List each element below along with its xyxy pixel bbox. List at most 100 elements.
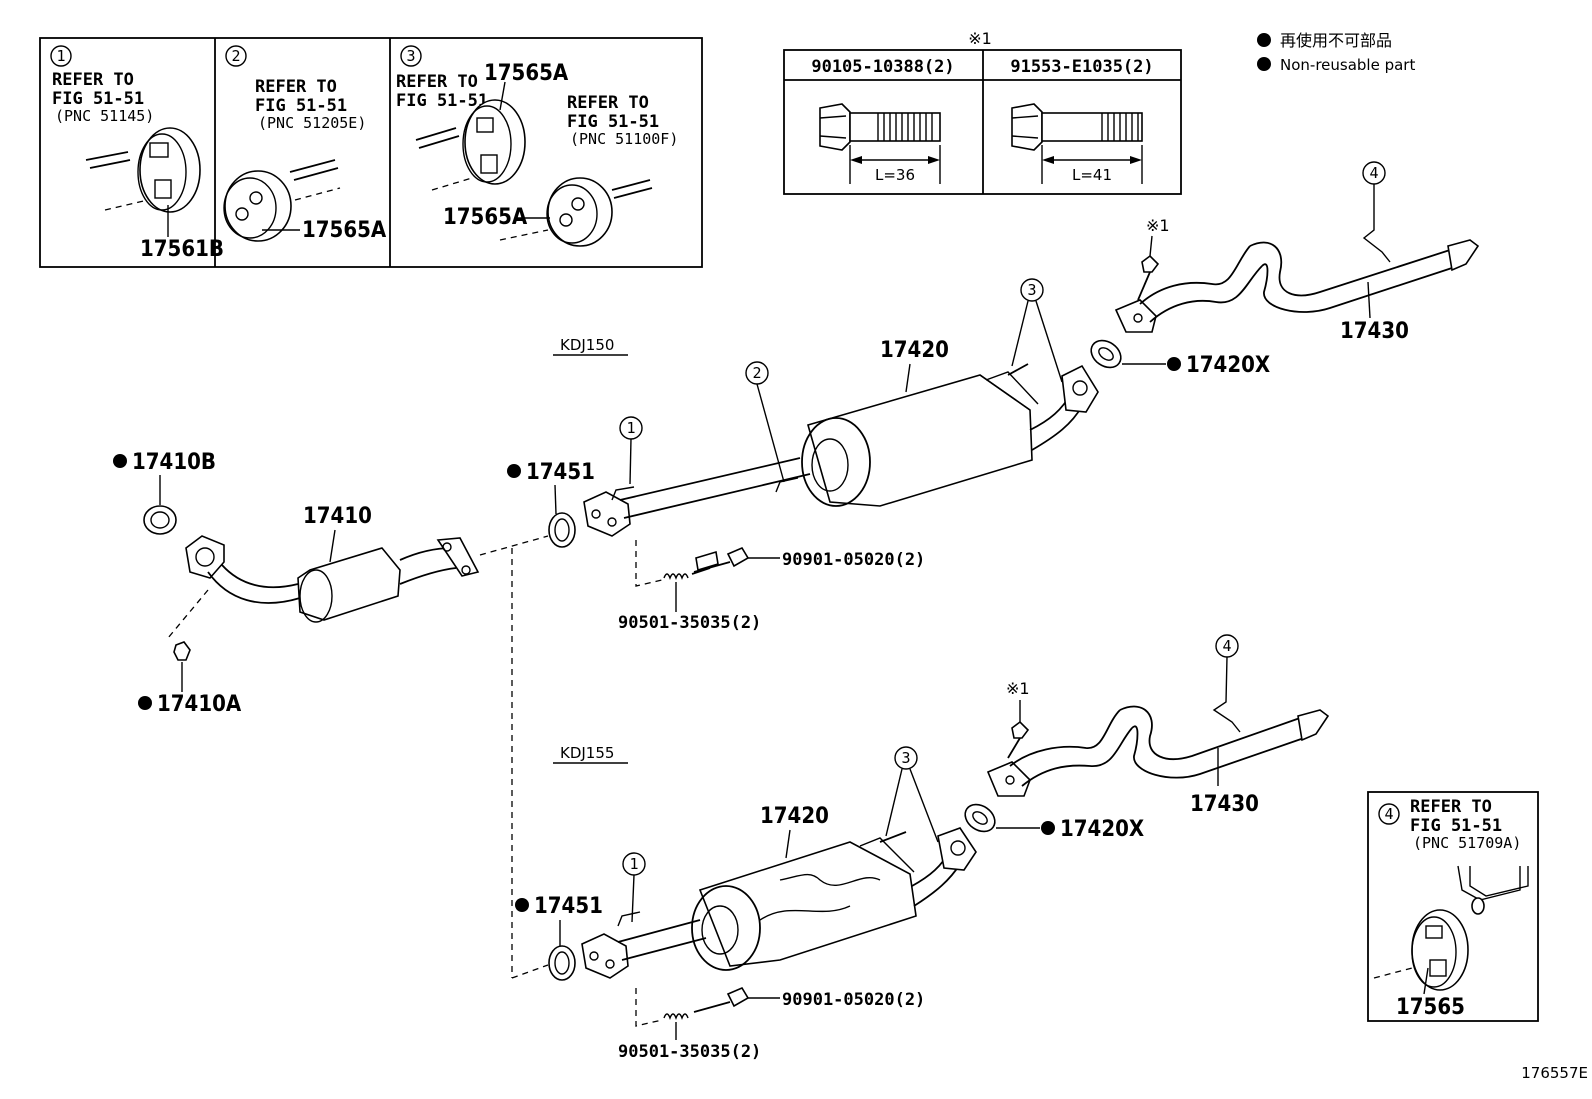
callout-number: 2 bbox=[752, 364, 761, 382]
bolt-part-number: 91553-E1035(2) bbox=[1010, 57, 1153, 77]
non-reusable-dot-icon bbox=[1041, 821, 1055, 835]
variant-label-top: KDJ150 bbox=[560, 336, 614, 354]
front-pipe-assembly: 17410B 17410 17410A bbox=[113, 450, 549, 979]
hanger-rod bbox=[289, 159, 336, 173]
bolt-icon bbox=[693, 986, 750, 1013]
hanger-rod bbox=[89, 159, 131, 169]
refer-pnc: (PNC 51145) bbox=[55, 107, 154, 125]
gasket-ring-icon bbox=[964, 803, 996, 833]
part-number-90901-05020: 90901-05020(2) bbox=[782, 990, 925, 1010]
part-number-17451: 17451 bbox=[534, 894, 603, 919]
part-number-90901-05020: 90901-05020(2) bbox=[782, 550, 925, 570]
hanger-rubber-icon bbox=[223, 170, 292, 242]
part-number-17451: 17451 bbox=[526, 460, 595, 485]
leader-line bbox=[909, 768, 939, 843]
callout-circle bbox=[50, 45, 72, 67]
note-mark: ※1 bbox=[1006, 679, 1030, 698]
refer-box-group-top: 1 REFER TO FIG 51-51 (PNC 51145) 17561B … bbox=[39, 37, 703, 268]
refer-box-1: 1 REFER TO FIG 51-51 (PNC 51145) 17561B bbox=[50, 45, 224, 262]
refer-text: REFER TO bbox=[1410, 797, 1492, 817]
hanger-rod bbox=[611, 179, 651, 191]
hidden-line bbox=[479, 535, 549, 556]
legend: 再使用不可部品 Non-reusable part bbox=[1257, 31, 1415, 74]
callout-number: 4 bbox=[1369, 164, 1378, 182]
hanger-rubber-icon bbox=[462, 99, 526, 185]
tail-pipe-icon bbox=[986, 705, 1330, 797]
note-mark: ※1 bbox=[1146, 216, 1170, 235]
callout-number: 3 bbox=[1027, 281, 1036, 299]
non-reusable-dot-icon bbox=[113, 454, 127, 468]
bolt-icon bbox=[1137, 254, 1160, 301]
part-number-90501-35035: 90501-35035(2) bbox=[618, 1042, 761, 1062]
part-number-17565A-bottom: 17565A bbox=[443, 205, 528, 230]
part-number-17410B: 17410B bbox=[132, 450, 216, 475]
gasket-ring-icon bbox=[548, 512, 576, 548]
leader-line bbox=[885, 768, 903, 837]
refer-pnc: (PNC 51709A) bbox=[1413, 834, 1521, 852]
hanger-bracket bbox=[1212, 656, 1241, 733]
refer-box-4: 4 REFER TO FIG 51-51 (PNC 51709A) 17565 bbox=[1367, 791, 1539, 1022]
hanger-rod bbox=[499, 229, 549, 241]
part-number-17420X: 17420X bbox=[1060, 817, 1144, 842]
hanger-rod bbox=[104, 199, 149, 211]
refer-fig: FIG 51-51 bbox=[396, 91, 488, 111]
hidden-line bbox=[167, 589, 209, 639]
leader-line bbox=[1367, 281, 1371, 319]
refer-box-2: 2 REFER TO FIG 51-51 (PNC 51205E) 17565A bbox=[223, 45, 387, 243]
callout-number: 4 bbox=[1384, 805, 1393, 823]
gasket-ring-icon bbox=[548, 945, 576, 981]
bolt-icon bbox=[1011, 103, 1143, 184]
legend-en: Non-reusable part bbox=[1280, 56, 1415, 74]
hidden-line bbox=[635, 540, 663, 587]
hanger-rubber-icon bbox=[1411, 897, 1485, 991]
gasket-ring-icon bbox=[1090, 339, 1122, 369]
callout-number: 4 bbox=[1222, 637, 1231, 655]
hanger-rod bbox=[431, 177, 473, 191]
bolt-length: L=41 bbox=[1072, 166, 1112, 184]
leader-line bbox=[1035, 300, 1063, 383]
hanger-rod bbox=[85, 151, 129, 161]
leader-line bbox=[1423, 967, 1429, 995]
refer-box-frame bbox=[1367, 791, 1539, 1022]
refer-text: REFER TO bbox=[396, 72, 478, 92]
callout-number: 3 bbox=[406, 47, 415, 65]
figure-id: 176557E bbox=[1521, 1064, 1588, 1082]
nut-icon bbox=[173, 641, 191, 661]
hanger-rod bbox=[418, 135, 460, 149]
refer-box-frame bbox=[39, 37, 703, 268]
hanger-bracket bbox=[617, 911, 641, 927]
callout-number: 1 bbox=[626, 419, 635, 437]
refer-fig: FIG 51-51 bbox=[52, 89, 144, 109]
refer-text: REFER TO bbox=[567, 93, 649, 113]
bolt-table: ※1 90105-10388(2) 91553-E1035(2) L=36 bbox=[783, 29, 1182, 195]
leader-line bbox=[905, 363, 911, 393]
front-exhaust-pipe-icon bbox=[185, 535, 480, 623]
hanger-rubber-icon bbox=[137, 127, 201, 213]
hanger-rod bbox=[1373, 967, 1413, 979]
leader-line bbox=[756, 383, 785, 483]
part-number-17420: 17420 bbox=[760, 804, 829, 829]
non-reusable-dot-icon bbox=[1167, 357, 1181, 371]
refer-fig: FIG 51-51 bbox=[255, 96, 347, 116]
leader-line bbox=[629, 438, 632, 485]
hanger-rod bbox=[415, 127, 457, 141]
refer-pnc: (PNC 51100F) bbox=[570, 130, 678, 148]
part-number-90501-35035: 90501-35035(2) bbox=[618, 613, 761, 633]
leader-line bbox=[631, 874, 635, 923]
callout-circle bbox=[400, 45, 422, 67]
refer-fig: FIG 51-51 bbox=[567, 112, 659, 132]
part-number-17410A: 17410A bbox=[157, 692, 242, 717]
spring-icon bbox=[663, 1013, 689, 1020]
hidden-line bbox=[511, 964, 549, 979]
hanger-rod bbox=[613, 187, 653, 199]
bolt-icon bbox=[819, 103, 941, 184]
leader-line bbox=[1149, 235, 1153, 257]
center-pipe-muffler-icon bbox=[583, 363, 1099, 537]
kdj155-assembly: 17451 1 17420 bbox=[515, 634, 1330, 1062]
bolt-length: L=36 bbox=[875, 166, 915, 184]
callout-circle bbox=[1378, 803, 1400, 825]
refer-box-3: 3 REFER TO FIG 51-51 17565A REFER TO FIG… bbox=[396, 45, 678, 247]
non-reusable-dot-icon bbox=[515, 898, 529, 912]
refer-fig: FIG 51-51 bbox=[1410, 816, 1502, 836]
